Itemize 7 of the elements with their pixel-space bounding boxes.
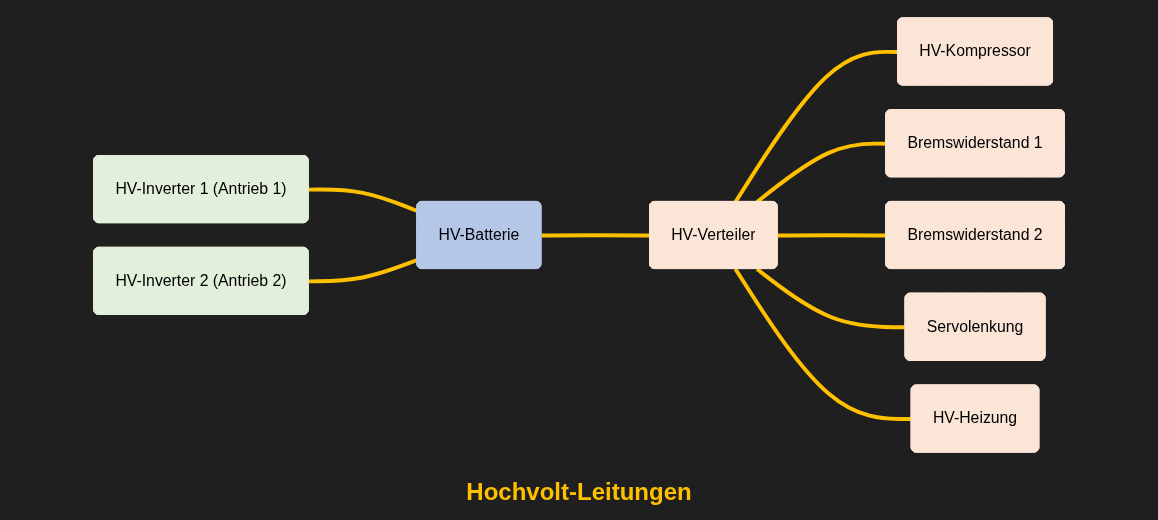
connector	[733, 49, 899, 203]
connector	[733, 268, 912, 422]
connector	[308, 258, 418, 284]
connector	[777, 233, 887, 238]
connector	[755, 267, 906, 330]
caption: Hochvolt-Leitungen	[466, 478, 692, 505]
connector	[541, 233, 650, 238]
